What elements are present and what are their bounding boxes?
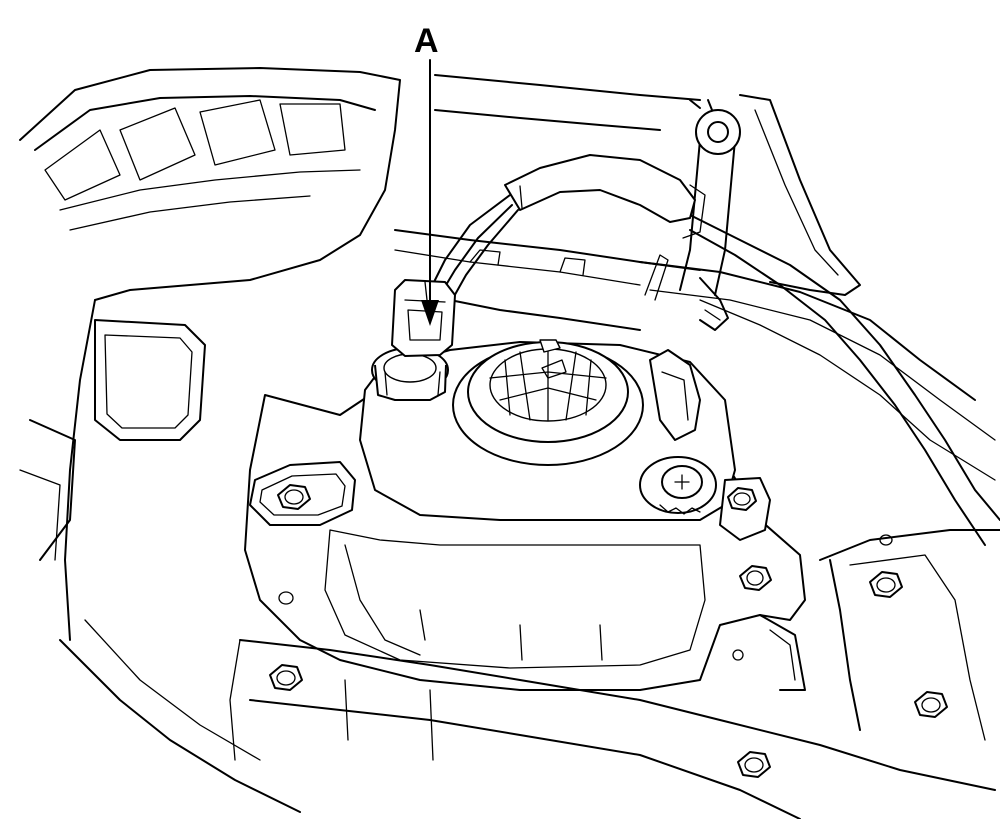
left-bracket	[19, 319, 301, 813]
bolt-icon	[914, 691, 948, 718]
connector-wires	[429, 154, 706, 301]
bolt-icon	[277, 484, 311, 510]
bolt-icon	[739, 565, 772, 591]
arrow-down-icon	[421, 300, 439, 326]
wiring-harness	[689, 214, 1000, 546]
bolt-icon	[269, 664, 303, 691]
bolt-icon	[869, 571, 903, 598]
radiator-frame	[394, 74, 996, 481]
bolt-icon	[727, 487, 757, 511]
bulb-socket-connector	[371, 279, 456, 401]
mounting-bolts	[269, 484, 948, 778]
headlamp-housing	[244, 339, 806, 691]
callout-a: A	[414, 22, 439, 326]
bolt-icon	[737, 751, 771, 778]
callout-label: A	[414, 22, 439, 60]
front-panel	[229, 529, 1000, 819]
engine-cover-panel	[19, 67, 401, 641]
